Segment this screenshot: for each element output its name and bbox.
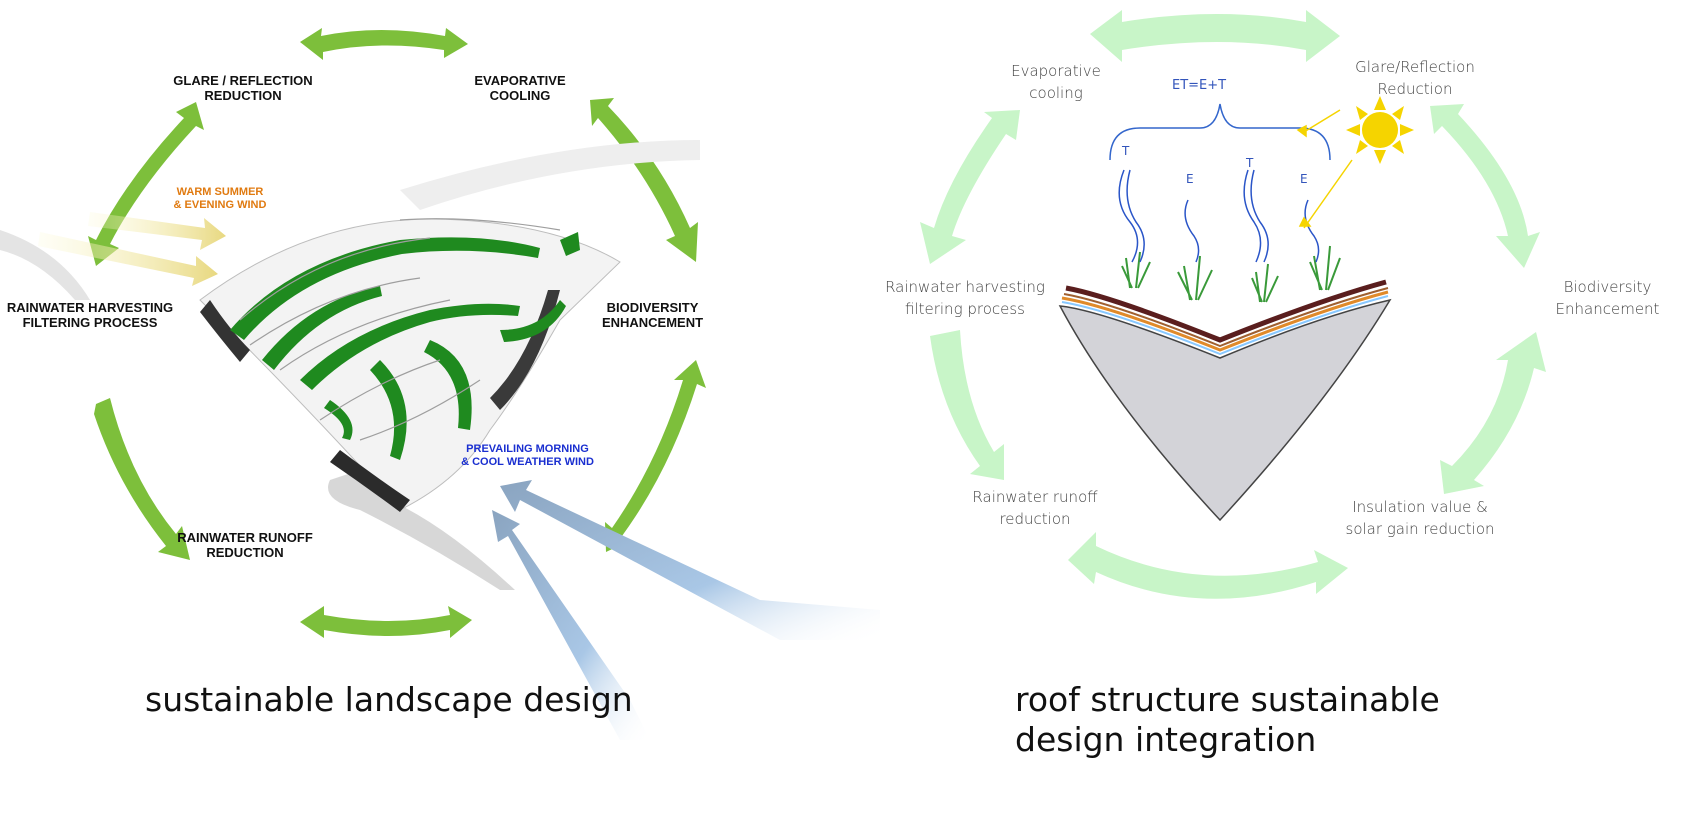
left-panel: GLARE / REFLECTION REDUCTION EVAPORATIVE…	[0, 28, 880, 740]
cycle-arrow-upper-left	[88, 102, 204, 266]
cycle-arrow-lower-left	[94, 398, 190, 560]
cycle-arrow-upper-right	[1430, 104, 1540, 268]
left-caption: sustainable landscape design	[145, 680, 633, 719]
landscape-diagram	[0, 28, 880, 740]
glare-reflection-label: GLARE / REFLECTION REDUCTION	[173, 73, 313, 103]
cycle-arrow-lower-left	[930, 330, 1004, 480]
cycle-arrow-upper-left	[920, 110, 1020, 264]
evaporative-cooling-label: Evaporative cooling	[1011, 62, 1101, 102]
warm-wind-arrows	[38, 212, 226, 286]
cycle-arrow-lower-right	[1440, 332, 1546, 494]
rainwater-runoff-label: RAINWATER RUNOFF REDUCTION	[177, 530, 313, 560]
rainwater-harvesting-label: Rainwater harvesting filtering process	[885, 278, 1045, 318]
biodiversity-label: BIODIVERSITY ENHANCEMENT	[601, 300, 704, 330]
cycle-arrow-bottom	[1068, 532, 1348, 599]
glare-reflection-label: Glare/Reflection Reduction	[1355, 58, 1475, 98]
cool-wind-arrows	[492, 480, 880, 740]
warm-wind-label: WARM SUMMER & EVENING WIND	[173, 186, 267, 211]
right-panel: Evaporative cooling Glare/Reflection Red…	[885, 0, 1700, 826]
cycle-arrow-top	[1090, 10, 1340, 62]
transpiration-label-2: T	[1246, 156, 1254, 170]
cycle-arrow-top	[300, 28, 468, 60]
background-sweeps	[0, 140, 700, 590]
formula-label: ET=E+T	[1172, 78, 1227, 93]
insulation-label: Insulation value & solar gain reduction	[1345, 498, 1495, 538]
evaporation-label-2: E	[1300, 172, 1308, 186]
grass-tufts	[1121, 245, 1341, 303]
evaporative-cooling-label: EVAPORATIVE COOLING	[474, 73, 566, 103]
cycle-arrows	[920, 10, 1546, 599]
evaporation-label-1: E	[1186, 172, 1194, 186]
rainwater-runoff-label: Rainwater runoff reduction	[972, 488, 1098, 528]
prevailing-wind-label: PREVAILING MORNING & COOL WEATHER WIND	[461, 443, 594, 468]
landscape-model	[199, 218, 621, 512]
biodiversity-label: Biodiversity Enhancement	[1555, 278, 1660, 318]
cycle-arrow-bottom	[300, 606, 472, 638]
right-caption: roof structure sustainable design integr…	[1015, 680, 1440, 759]
cycle-arrow-lower-right	[605, 360, 706, 552]
vapor-strands	[1118, 169, 1320, 263]
rainwater-harvesting-label: RAINWATER HARVESTING FILTERING PROCESS	[6, 300, 174, 330]
transpiration-label-1: T	[1122, 144, 1130, 158]
sun-icon	[1296, 96, 1414, 229]
formula-brace	[1109, 103, 1331, 161]
roof-structure	[1058, 279, 1392, 522]
cycle-arrow-upper-right	[590, 98, 698, 262]
roof-diagram	[920, 10, 1546, 599]
